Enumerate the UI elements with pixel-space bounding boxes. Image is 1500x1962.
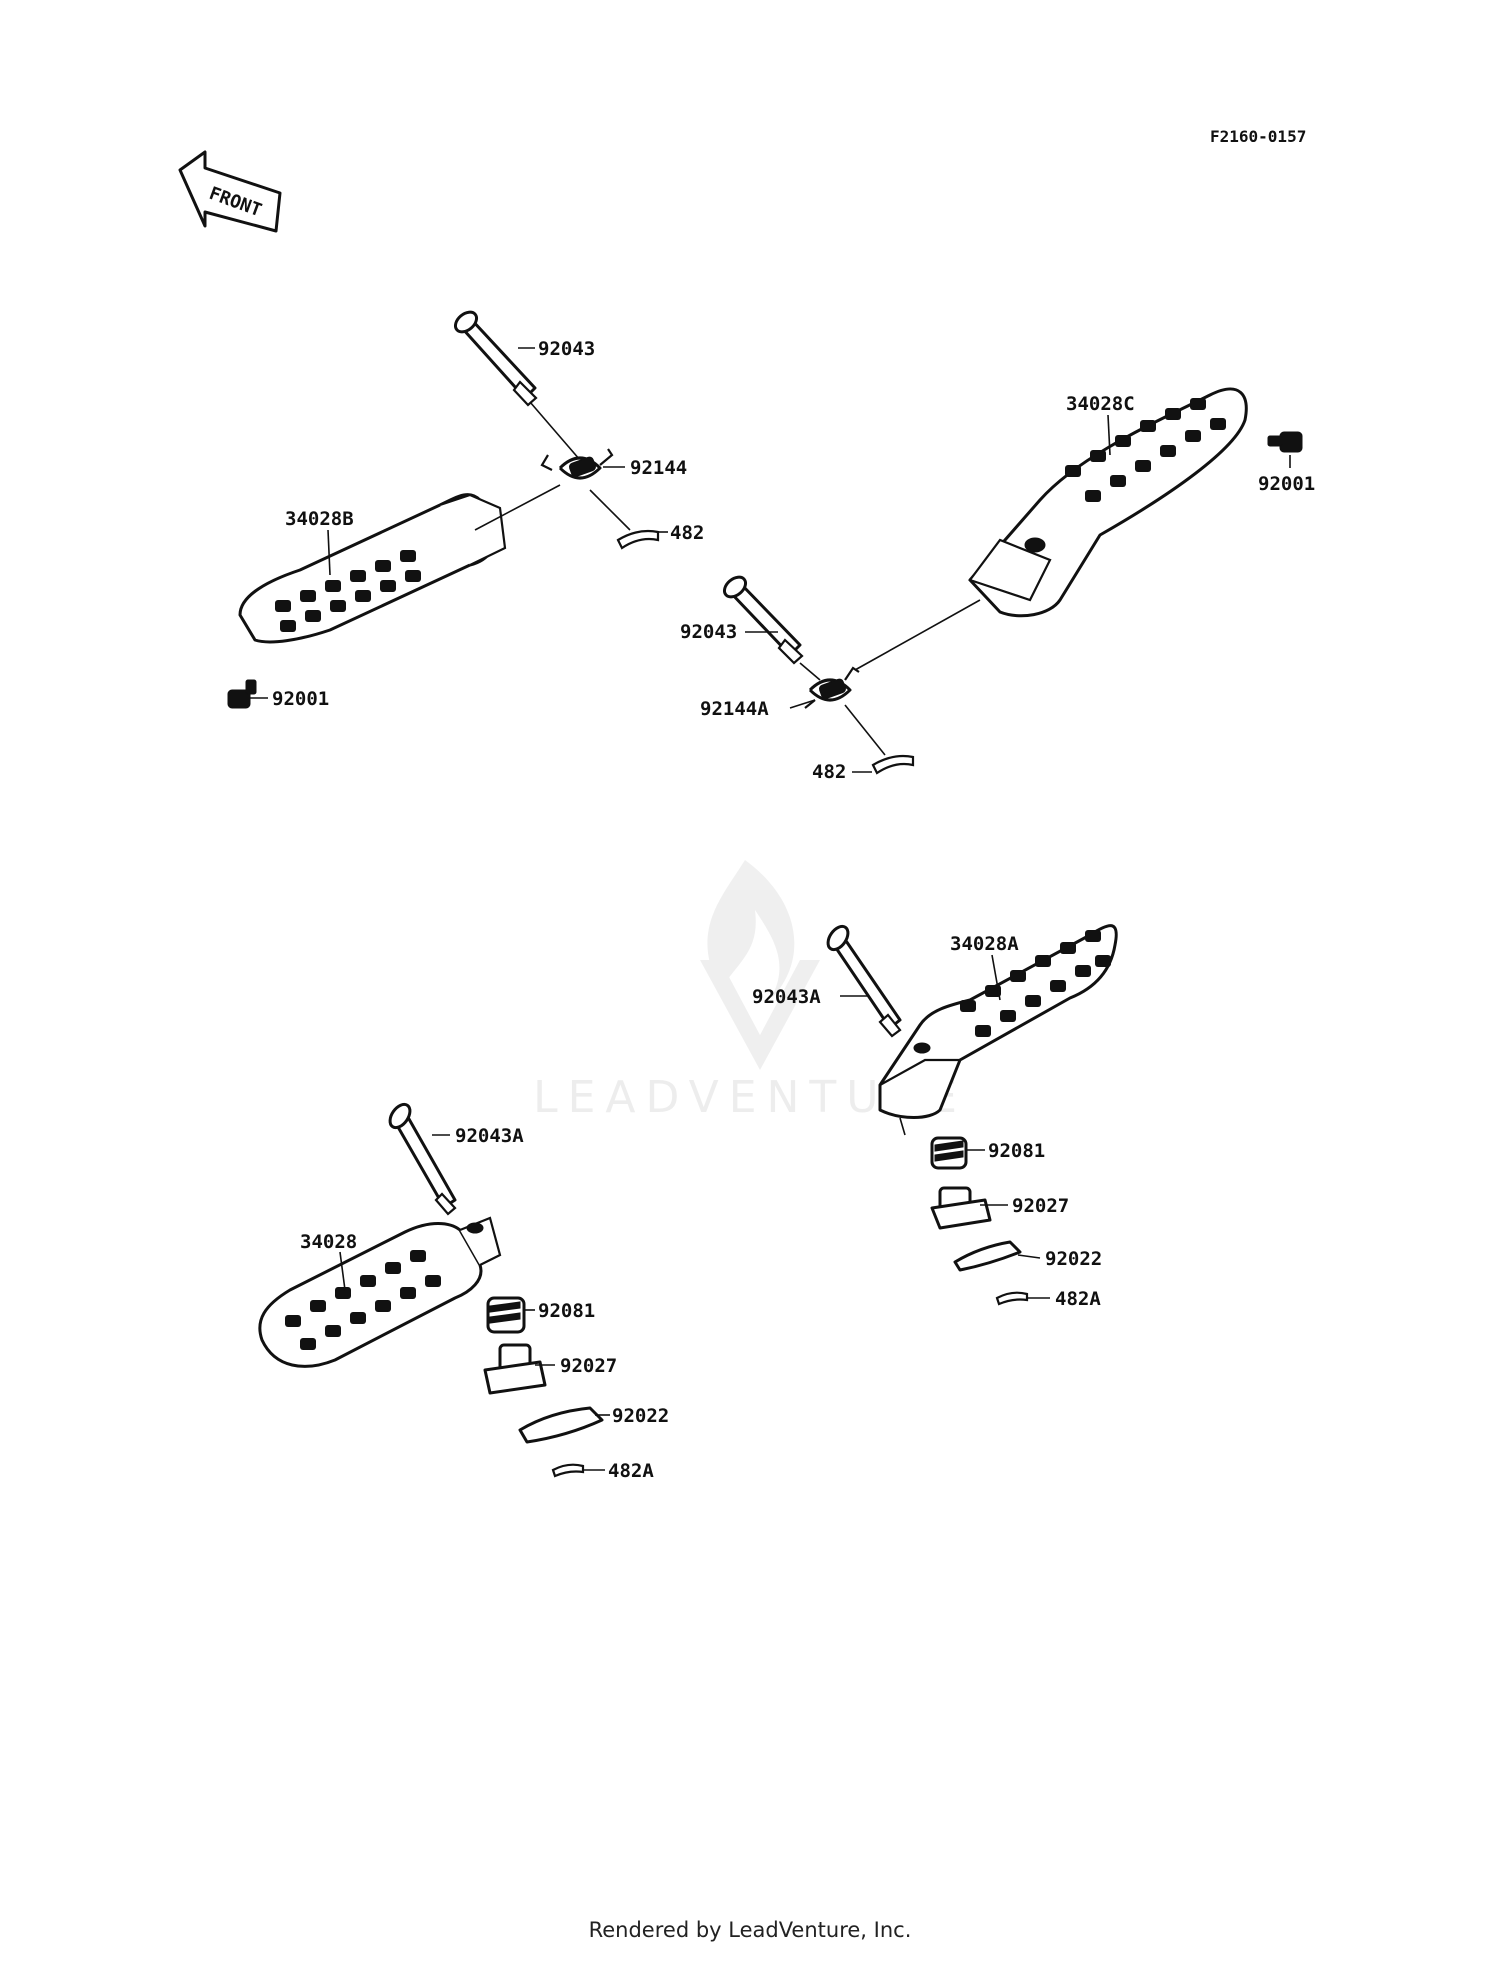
collar-part xyxy=(483,1343,547,1395)
bolt-part xyxy=(227,679,257,709)
pin-part xyxy=(826,924,902,1038)
callout-92043: 92043 xyxy=(538,338,595,360)
clip-part xyxy=(616,529,660,550)
pin-part xyxy=(388,1102,457,1216)
callout-92081-right: 92081 xyxy=(988,1140,1045,1162)
callout-92081-left: 92081 xyxy=(538,1300,595,1322)
callout-482: 482 xyxy=(670,522,704,544)
footpeg-assembly-lower-left: 92043A 34028 92081 92027 92022 482A xyxy=(258,1102,669,1482)
callout-92144: 92144 xyxy=(630,457,687,479)
render-credit: Rendered by LeadVenture, Inc. xyxy=(588,1918,912,1942)
callout-92027-left: 92027 xyxy=(560,1355,617,1377)
callout-482a-left: 482A xyxy=(608,1460,654,1482)
bolt-part xyxy=(1267,431,1303,453)
callout-34028a: 34028A xyxy=(950,933,1019,955)
pin-part xyxy=(453,310,538,407)
footpeg-part xyxy=(968,387,1248,618)
spring-part xyxy=(930,1136,968,1170)
clip-part xyxy=(871,754,915,775)
callout-92043-right: 92043 xyxy=(680,621,737,643)
callout-34028: 34028 xyxy=(300,1231,357,1253)
callout-34028c: 34028C xyxy=(1066,393,1135,415)
callout-92022-right: 92022 xyxy=(1045,1248,1102,1270)
callout-34028b: 34028B xyxy=(285,508,354,530)
callout-92001-left: 92001 xyxy=(272,688,329,710)
collar-part xyxy=(930,1186,992,1230)
callout-92027-right: 92027 xyxy=(1012,1195,1069,1217)
callout-92001-right: 92001 xyxy=(1258,473,1315,495)
footpeg-part xyxy=(258,1216,502,1368)
callout-92022-left: 92022 xyxy=(612,1405,669,1427)
spring-part xyxy=(540,448,614,480)
clip-part xyxy=(995,1291,1029,1306)
callout-92043a-right: 92043A xyxy=(752,986,821,1008)
pin-part xyxy=(722,575,804,665)
footpeg-assembly-upper-left: 92043 92144 482 34028B 92001 xyxy=(227,310,704,710)
clip-part xyxy=(551,1463,585,1478)
callout-482-right: 482 xyxy=(812,761,846,783)
plate-part xyxy=(953,1240,1022,1272)
plate-part xyxy=(518,1406,604,1444)
callout-92144a: 92144A xyxy=(700,698,769,720)
front-arrow-icon: FRONT xyxy=(178,150,282,233)
footpeg-part xyxy=(238,493,507,644)
spring-part xyxy=(804,666,860,709)
footpeg-assembly-upper-right: 34028C 92001 92043 92144A 482 xyxy=(680,387,1315,783)
diagram-code: F2160-0157 xyxy=(1210,127,1306,146)
footpeg-assembly-lower-right: 92043A 34028A 92081 92027 92022 482A xyxy=(752,924,1118,1310)
footpeg-part xyxy=(878,924,1118,1119)
callout-92043a-left: 92043A xyxy=(455,1125,524,1147)
callout-482a-right: 482A xyxy=(1055,1288,1101,1310)
spring-part xyxy=(486,1296,526,1334)
